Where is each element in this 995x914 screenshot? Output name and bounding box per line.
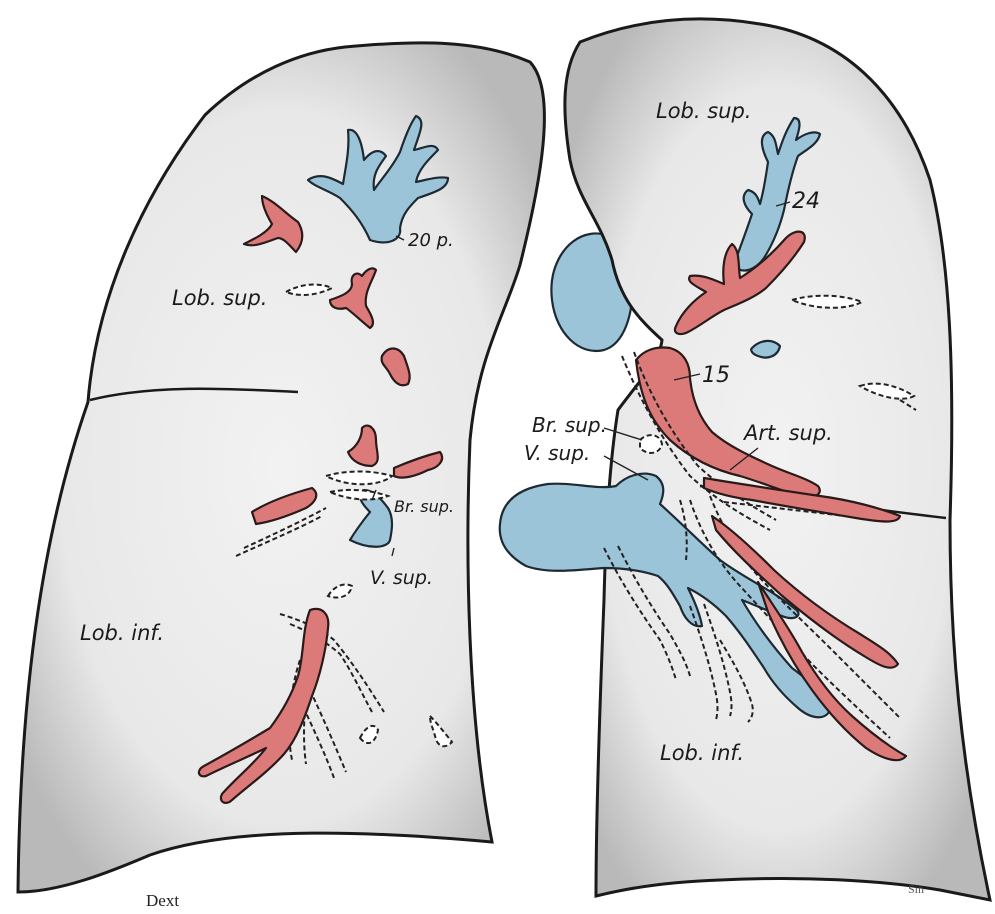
- left-num-15-label: 15: [702, 363, 730, 388]
- right-br-sup-label: Br. sup.: [394, 497, 454, 516]
- corner-sin-label: Sin: [908, 882, 924, 896]
- left-lob-inf-label: Lob. inf.: [660, 741, 744, 765]
- right-20p-label: 20 p.: [408, 230, 454, 251]
- right-lob-inf-label: Lob. inf.: [80, 621, 164, 645]
- right-v-sup-label: V. sup.: [370, 567, 433, 589]
- right-lung: [18, 43, 544, 892]
- left-br-sup-circle: [640, 435, 662, 453]
- right-lob-sup-label: Lob. sup.: [172, 286, 267, 310]
- left-num-24-label: 24: [792, 189, 820, 214]
- left-lob-sup-label: Lob. sup.: [656, 99, 751, 123]
- left-v-sup-label: V. sup.: [524, 441, 590, 465]
- left-art-sup-label: Art. sup.: [742, 421, 833, 445]
- left-br-sup-label: Br. sup.: [532, 413, 607, 437]
- corner-dext-label: Dext: [146, 891, 179, 909]
- right-lung-outline: [18, 43, 544, 892]
